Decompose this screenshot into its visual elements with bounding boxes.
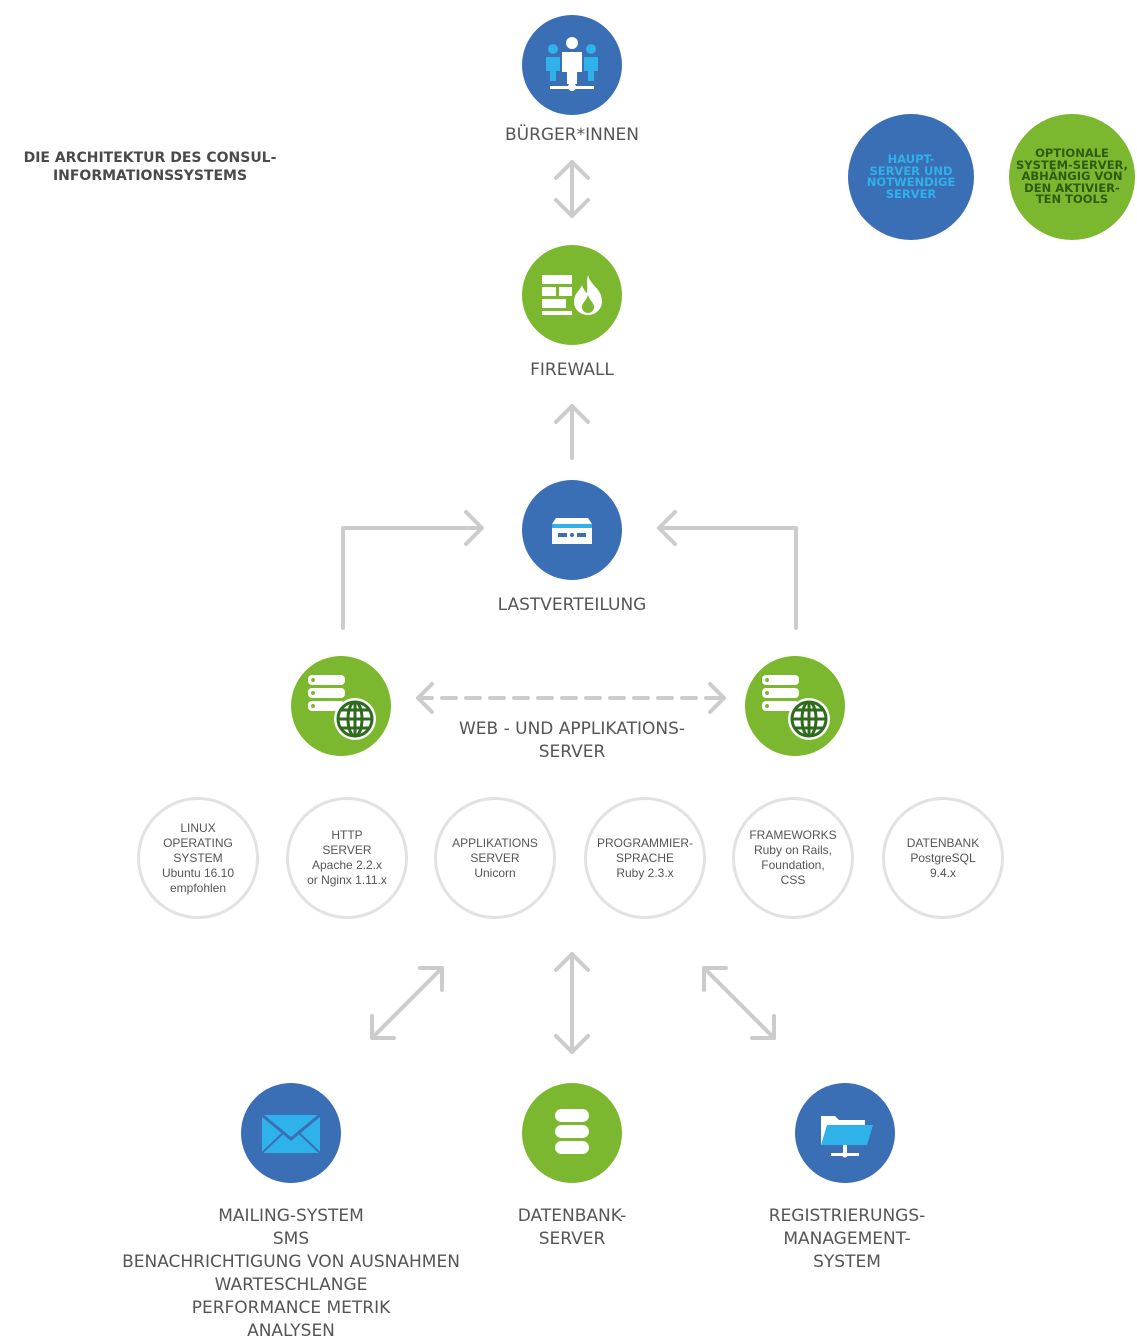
- loadbalancer-firewall-arrow: [554, 404, 590, 460]
- firewall-label: FIREWALL: [530, 360, 614, 380]
- tech-title: LINUX: [180, 820, 216, 835]
- left-server-loadbalancer-arrow: [341, 510, 484, 630]
- web-servers-sync-arrow: [416, 682, 726, 714]
- firewall-icon: [542, 275, 602, 315]
- web-server-left-node: [291, 656, 391, 756]
- router-icon: [552, 518, 592, 544]
- tech-title: PROGRAMMIER-: [597, 835, 693, 850]
- stack-database-arrow: [554, 952, 590, 1054]
- firewall-node: [522, 245, 622, 345]
- tech-title: HTTP: [331, 828, 363, 842]
- database-icon: [555, 1109, 589, 1154]
- load-balancer-node: [522, 480, 622, 580]
- citizens-node: [522, 15, 622, 115]
- envelope-icon: [261, 1113, 321, 1154]
- tech-language: PROGRAMMIER-SPRACHE Ruby 2.3.x: [584, 797, 706, 919]
- citizens-firewall-arrow: [554, 160, 590, 218]
- database-server-label: DATENBANK- SERVER: [517, 1206, 627, 1249]
- web-app-servers-label: WEB - UND APPLIKATIONS- SERVER: [458, 719, 685, 762]
- tech-body: Ruby on Rails, Foundation, CSS: [753, 843, 833, 887]
- legend-optional-servers-text: OPTIONALE SYSTEM-SERVER, ABHÄNGIG VON DE…: [1016, 146, 1128, 207]
- citizens-label: BÜRGER*INNEN: [504, 125, 640, 145]
- network-folder-icon: [821, 1116, 873, 1158]
- registration-label: REGISTRIERUNGS- MANAGEMENT- SYSTEM: [768, 1206, 926, 1272]
- legend-optional-servers: OPTIONALE SYSTEM-SERVER, ABHÄNGIG VON DE…: [1009, 114, 1135, 240]
- mailing-label: MAILING-SYSTEM SMS BENACHRICHTIGUNG VON …: [122, 1206, 460, 1341]
- right-server-loadbalancer-arrow: [657, 510, 798, 630]
- tech-body: SERVER Unicorn: [470, 850, 520, 880]
- diagram-title: DIE ARCHITEKTUR DES CONSUL- INFORMATIONS…: [23, 150, 277, 184]
- tech-title: APPLIKATIONS: [452, 835, 538, 850]
- web-server-right-node: [745, 656, 845, 756]
- tech-title: DATENBANK: [906, 835, 980, 850]
- tech-body: SPRACHE Ruby 2.3.x: [615, 850, 674, 880]
- legend-main-servers-text: HAUPT- SERVER UND NOTWENDIGE SERVER: [866, 152, 956, 201]
- server-globe-icon: [762, 675, 830, 740]
- server-globe-icon: [308, 675, 376, 740]
- mailing-node: [241, 1083, 341, 1183]
- tech-body: OPERATING SYSTEM Ubuntu 16.10 empfohlen: [161, 835, 235, 895]
- stack-registration-arrow: [702, 966, 776, 1040]
- tech-title: FRAMEWORKS: [749, 828, 837, 842]
- users-network-icon: [546, 37, 598, 91]
- tech-body: PostgreSQL 9.4.x: [910, 850, 976, 880]
- legend-main-servers: HAUPT- SERVER UND NOTWENDIGE SERVER: [848, 114, 974, 240]
- database-server-node: [522, 1083, 622, 1183]
- registration-node: [795, 1083, 895, 1183]
- load-balancer-label: LASTVERTEILUNG: [497, 595, 647, 615]
- stack-mailing-arrow: [370, 966, 444, 1040]
- tech-body: SERVER Apache 2.2.x or Nginx 1.11.x: [307, 843, 387, 887]
